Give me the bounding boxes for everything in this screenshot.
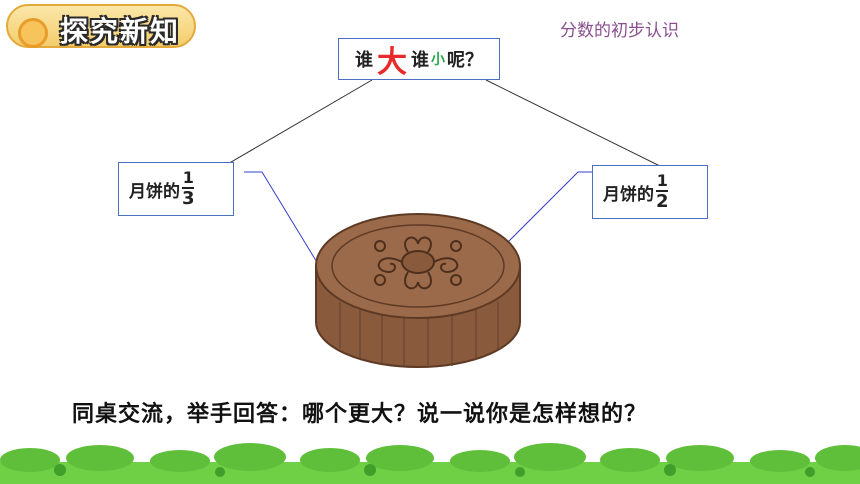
section-title: 探究新知 xyxy=(60,15,181,48)
question-part2: 谁 xyxy=(411,50,429,71)
pointer-left xyxy=(244,171,319,265)
fraction-one-half: 1 2 xyxy=(656,173,669,211)
connector-right-top xyxy=(485,79,673,173)
fraction-left-bar xyxy=(182,187,195,189)
fraction-right-denominator: 2 xyxy=(656,191,669,212)
grass-border xyxy=(0,443,860,484)
fraction-right-numerator: 1 xyxy=(656,171,668,190)
fraction-right-bar xyxy=(656,190,669,192)
label-one-half: 月饼的 1 2 xyxy=(592,165,708,219)
label-left-prefix: 月饼的 xyxy=(129,181,180,202)
connector-left-top xyxy=(213,79,373,173)
label-one-third: 月饼的 1 3 xyxy=(118,162,234,216)
discussion-prompt: 同桌交流，举手回答：哪个更大？说一说你是怎样想的？ xyxy=(72,402,648,427)
question-small: 小 xyxy=(431,52,445,68)
question-part1: 谁 xyxy=(355,50,373,71)
section-badge: 探究新知 xyxy=(6,4,196,48)
fraction-left-denominator: 3 xyxy=(182,188,195,209)
fraction-left-numerator: 1 xyxy=(182,168,194,187)
pointer-right xyxy=(477,171,598,273)
label-right-prefix: 月饼的 xyxy=(603,184,654,205)
badge-icon xyxy=(18,18,48,48)
lesson-title: 分数的初步认识 xyxy=(560,21,679,41)
question-box: 谁 大 谁 小 呢？ xyxy=(338,38,500,80)
mooncake-image xyxy=(315,213,521,368)
fraction-one-third: 1 3 xyxy=(182,170,195,208)
question-part3: 呢？ xyxy=(447,50,483,71)
question-big: 大 xyxy=(377,45,407,80)
